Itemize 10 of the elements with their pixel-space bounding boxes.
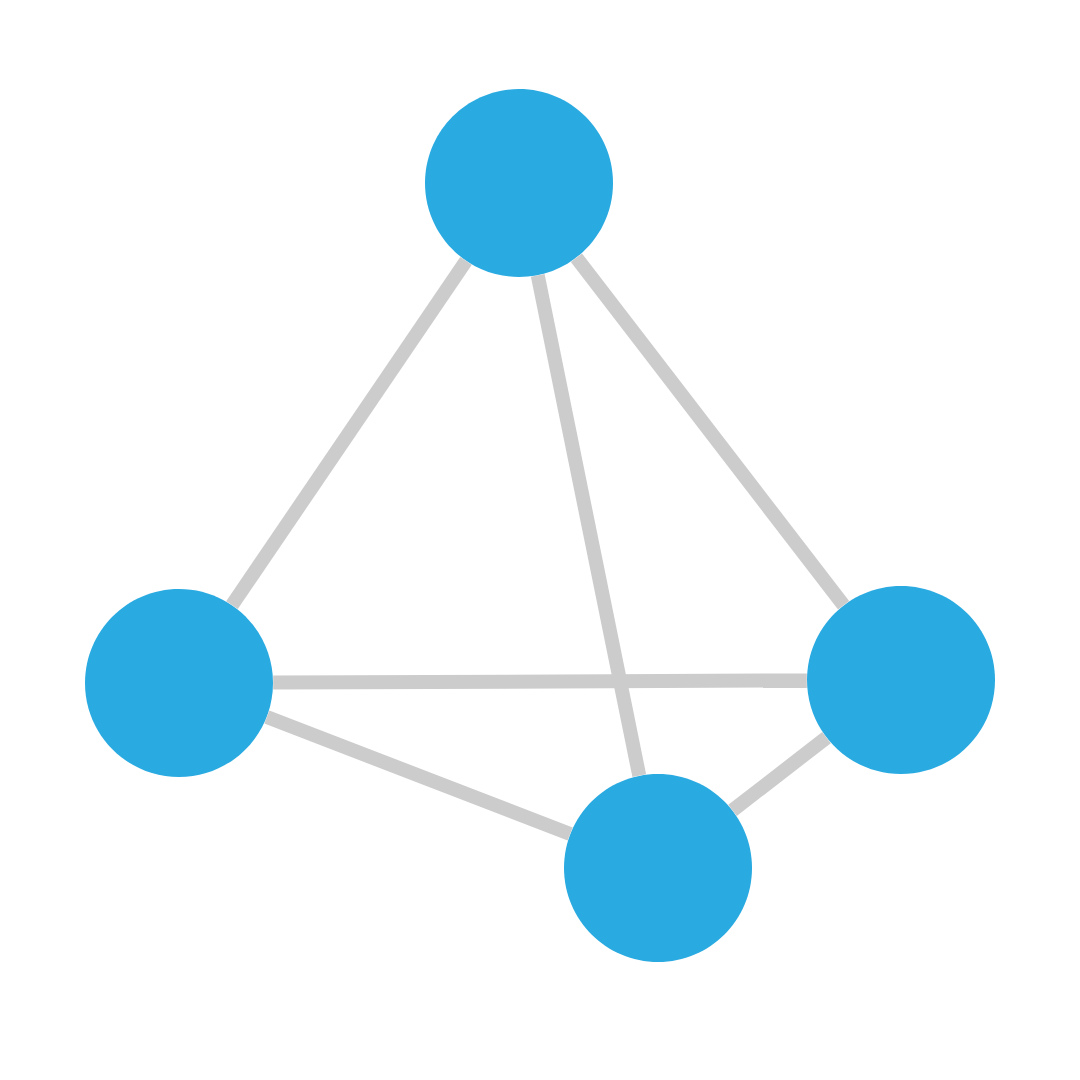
connector-line [570,253,850,610]
connector-line [226,256,472,610]
circle-node [564,774,752,962]
connector-line [273,673,807,690]
circle-node [425,89,613,277]
connector-line [530,273,647,778]
connector-line [728,732,831,816]
connector-line [264,710,573,841]
circle-node [85,589,273,777]
circle-node [807,586,995,774]
